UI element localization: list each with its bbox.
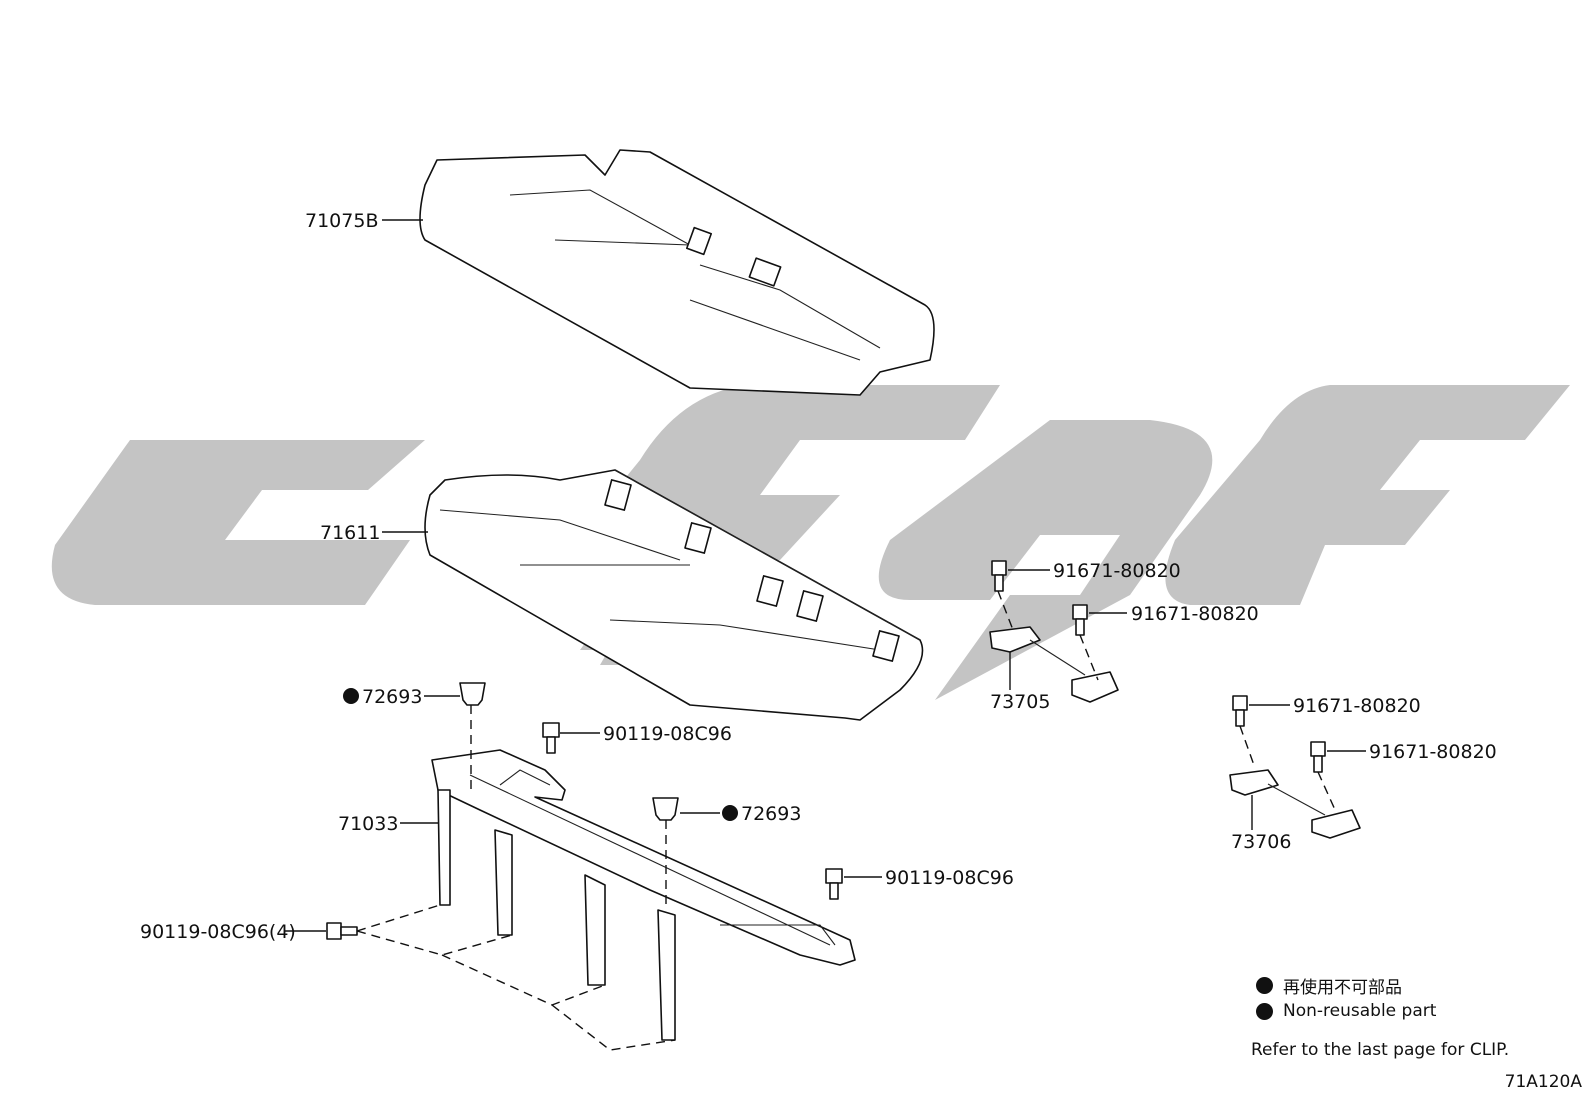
callout-72693-upper: 72693: [362, 686, 422, 708]
non-reusable-marker-72693-lower: [722, 805, 738, 821]
illustration-code: 71A120A: [1504, 1072, 1582, 1092]
callout-90119-right: 90119-08C96: [885, 867, 1014, 889]
callout-91671-73705-b: 91671-80820: [1131, 603, 1259, 625]
callout-73706: 73706: [1231, 831, 1291, 853]
bolt-upper-shape: [542, 722, 560, 754]
seat-cushion-cover-illustration: [419, 149, 935, 396]
legend-row-en: Non-reusable part: [1256, 998, 1436, 1024]
bolt-73706-a-shape: [1232, 695, 1248, 727]
callout-91671-73705-a: 91671-80820: [1053, 560, 1181, 582]
callout-73705: 73705: [990, 691, 1050, 713]
bolt-73706-b-shape: [1310, 741, 1326, 773]
callout-91671-73706-b: 91671-80820: [1369, 741, 1497, 763]
clip-note: Refer to the last page for CLIP.: [1251, 1040, 1510, 1060]
callout-90119-left: 90119-08C96(4): [140, 921, 296, 943]
callout-72693-lower: 72693: [741, 803, 801, 825]
bracket-73705-illustration: [989, 626, 1119, 703]
callout-90119-upper: 90119-08C96: [603, 723, 732, 745]
clip-lower-shape: [652, 797, 679, 821]
callout-71033: 71033: [338, 813, 398, 835]
callout-71611: 71611: [320, 522, 380, 544]
seat-frame-illustration: [431, 749, 856, 1041]
bolt-left-shape: [326, 922, 358, 940]
legend-row-jp: 再使用不可部品: [1256, 972, 1436, 998]
callout-71075b: 71075B: [305, 210, 378, 232]
seat-cushion-pad-illustration: [424, 469, 924, 721]
leader-lines: [285, 219, 1366, 932]
bolt-right-shape: [825, 868, 843, 900]
callout-91671-73706-a: 91671-80820: [1293, 695, 1421, 717]
clip-upper-shape: [459, 682, 486, 706]
legend-label-jp: 再使用不可部品: [1283, 977, 1402, 998]
non-reusable-dot-icon: [1256, 1002, 1273, 1020]
legend: 再使用不可部品 Non-reusable part: [1256, 972, 1436, 1024]
non-reusable-dot-icon: [1256, 976, 1273, 994]
bracket-73706-illustration: [1229, 769, 1361, 839]
callout-labels: 71075B 71611 72693 90119-08C96 72693 710…: [140, 210, 1497, 943]
assembly-dashes: [356, 590, 1337, 1051]
non-reusable-marker-72693-upper: [343, 688, 359, 704]
bolt-73705-a-shape: [991, 560, 1007, 592]
legend-label-en: Non-reusable part: [1283, 1001, 1437, 1021]
